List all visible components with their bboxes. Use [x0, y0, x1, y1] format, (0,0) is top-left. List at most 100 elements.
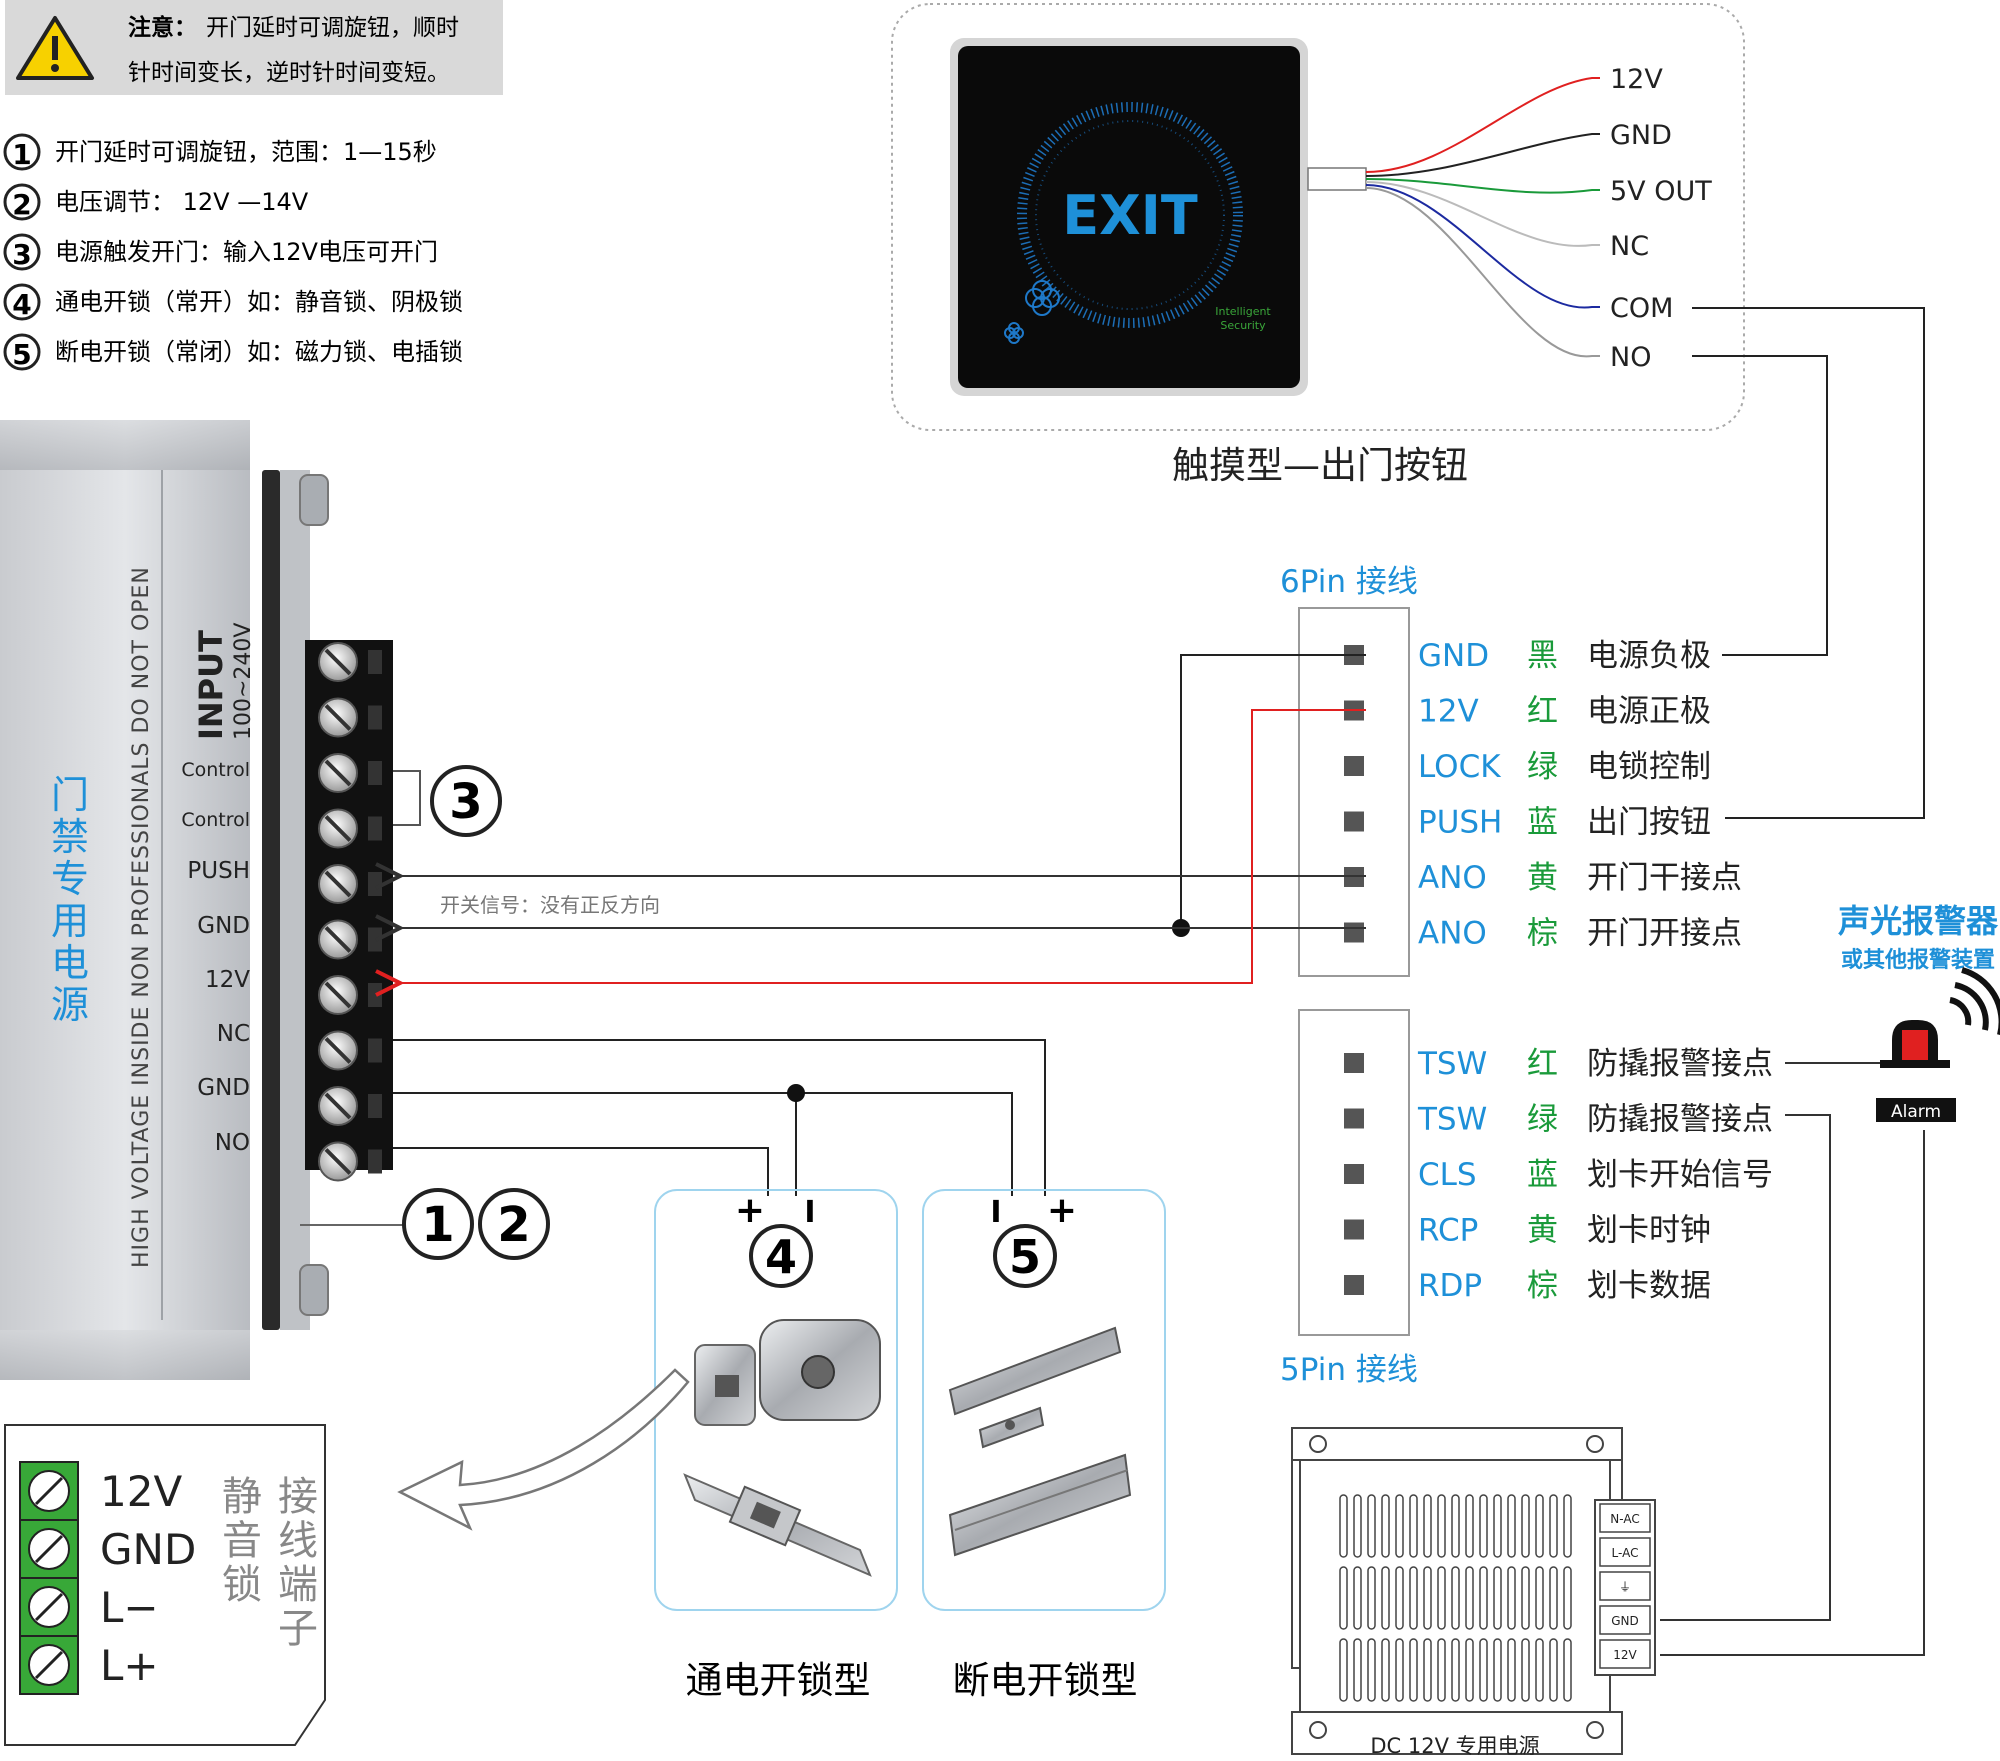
silent-terminal: L− [19, 1577, 159, 1637]
alarm-icon [1876, 967, 2000, 1122]
alarm-title: 声光报警器 [1838, 902, 1999, 940]
dc-terminal-label: N-AC [1610, 1512, 1639, 1526]
lock-type-4: + I 4 通电开锁型 [654, 1189, 898, 1702]
terminal-screw[interactable] [318, 697, 382, 738]
pin-code: RDP [1418, 1268, 1482, 1304]
pin-color: 蓝 [1527, 1157, 1558, 1193]
pin [1344, 1108, 1364, 1129]
silent-side-text-1: 静音锁 [215, 1475, 261, 1607]
pin-color: 红 [1527, 694, 1558, 730]
lock4-caption: 通电开锁型 [686, 1659, 871, 1702]
lock-type-5: I + 5 断电开锁型 [922, 1189, 1166, 1702]
input-range: 100~240V [231, 623, 256, 740]
lock4-number: 4 [765, 1230, 797, 1284]
title-char: 门 [51, 773, 89, 817]
terminal-screw[interactable] [318, 642, 382, 682]
legend-number: 1 [12, 138, 31, 171]
terminal-label: GND [197, 913, 250, 939]
pin [1344, 1219, 1364, 1240]
pin-desc: 划卡开始信号 [1587, 1157, 1773, 1193]
terminal-screw[interactable] [318, 808, 382, 849]
exit-text: EXIT [1062, 184, 1198, 247]
silent-side-text-2: 接线端子 [271, 1475, 317, 1651]
pin-code: TSW [1417, 1102, 1487, 1138]
legend-text: 开门延时可调旋钮，范围：1—15秒 [55, 138, 437, 166]
terminal-label: NC [217, 1021, 250, 1047]
dc-terminal: 12V [1599, 1639, 1651, 1669]
notice-line1: 开门延时可调旋钮，顺时 [206, 15, 459, 41]
callout-2: 2 [497, 1197, 530, 1253]
pin-desc: 防撬报警接点 [1587, 1046, 1773, 1082]
callout-1-2: 1 2 [300, 1188, 550, 1260]
legend-number: 2 [12, 188, 31, 221]
terminal-screw[interactable] [318, 1141, 382, 1182]
dc-terminal: L-AC [1599, 1537, 1651, 1567]
legend-item: 1 开门延时可调旋钮，范围：1—15秒 [3, 133, 437, 171]
notice-box: 注意： 开门延时可调旋钮，顺时 针时间变长，逆时针时间变短。 [5, 0, 503, 95]
pin-desc: 电源正极 [1587, 694, 1711, 730]
warning-icon [16, 16, 94, 80]
alarm-label: Alarm [1891, 1102, 1941, 1122]
brand-line1: Intelligent [1215, 305, 1271, 318]
lock4-minus: I [804, 1195, 815, 1230]
pin-color: 棕 [1527, 916, 1558, 952]
lock5-number: 5 [1009, 1230, 1041, 1284]
pin-code: ANO [1418, 916, 1487, 952]
terminal-screw[interactable] [318, 1030, 382, 1071]
exit-button-routing [1692, 307, 1925, 819]
notice-line2: 针时间变长，逆时针时间变短。 [128, 60, 450, 86]
title-char: 专 [51, 857, 89, 901]
silent-terminal-label: GND [100, 1525, 196, 1574]
terminal-label: Control [181, 809, 250, 831]
silent-terminal: GND [19, 1519, 196, 1579]
terminal-screw[interactable] [318, 753, 382, 793]
pin-code: LOCK [1418, 749, 1501, 785]
title-char: 用 [51, 899, 89, 943]
terminal-label: NO [215, 1130, 250, 1156]
silent-terminal: 12V [19, 1461, 182, 1521]
pin-color: 红 [1527, 1046, 1558, 1082]
exit-wire-label: GND [1610, 120, 1672, 151]
alarm-device: 声光报警器 或其他报警装置 Alarm [1838, 902, 2000, 1122]
pin-color: 棕 [1527, 1268, 1558, 1304]
terminal-screw[interactable] [318, 1086, 382, 1126]
pin-code: PUSH [1418, 805, 1502, 841]
pin-code: RCP [1418, 1213, 1478, 1249]
exit-ring [1017, 102, 1243, 328]
electric-strike-image [683, 1473, 872, 1577]
pin [1344, 1053, 1364, 1073]
silent-terminal: L+ [19, 1635, 159, 1695]
lock5-caption: 断电开锁型 [953, 1659, 1138, 1702]
terminal-label: PUSH [187, 858, 250, 884]
terminal-screw[interactable] [318, 975, 382, 1015]
legend-number: 3 [12, 238, 31, 271]
flower-icon [1004, 280, 1060, 344]
high-voltage-warning: HIGH VOLTAGE INSIDE NON PROFESSIONALS DO… [129, 566, 154, 1268]
exit-wire [1365, 187, 1600, 358]
vent-slots [1339, 1494, 1572, 1702]
lock5-minus: I [990, 1195, 1001, 1230]
magnetic-lock-image [948, 1453, 1132, 1557]
pin-desc: 电锁控制 [1587, 749, 1711, 785]
exit-wire [1365, 133, 1600, 177]
dc-terminal-label: GND [1611, 1614, 1639, 1628]
silent-terminal-label: L+ [100, 1641, 159, 1690]
legend-text: 电压调节： 12V —14V [55, 188, 309, 216]
title-char: 禁 [51, 815, 89, 859]
pin [1344, 1275, 1364, 1295]
exit-wire-label: NC [1610, 231, 1649, 262]
